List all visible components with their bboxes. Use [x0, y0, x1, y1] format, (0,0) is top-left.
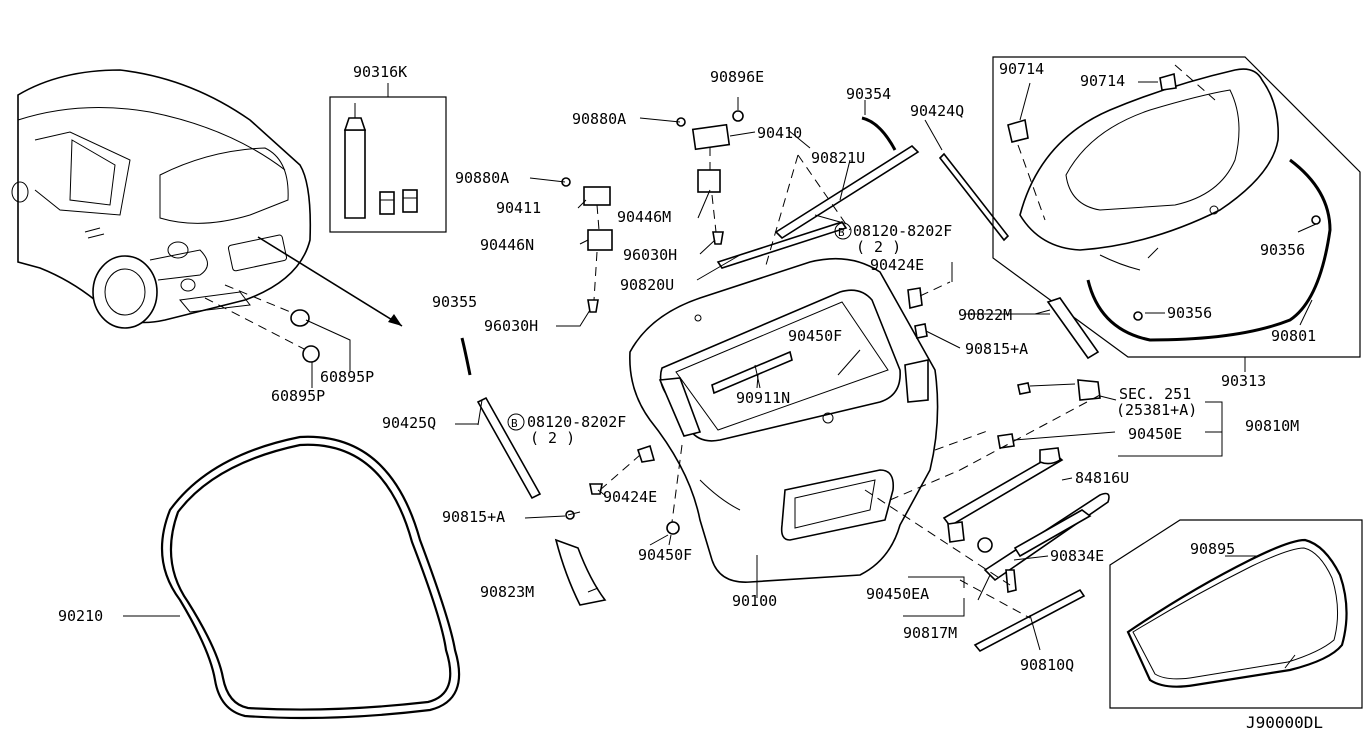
- label-90446N: 90446N: [480, 236, 534, 254]
- bolt-symbol-letter: B: [838, 226, 845, 239]
- label-90210: 90210: [58, 607, 103, 625]
- left-parts: [455, 337, 683, 606]
- bolt-symbol-letter: B: [511, 417, 518, 430]
- label-90896E: 90896E: [710, 68, 764, 86]
- label-bolt-qty: ( 2 ): [856, 238, 901, 256]
- label-90446M: 90446M: [617, 208, 671, 226]
- label-bolt-08120: 08120-8202F: [853, 222, 952, 240]
- label-90354: 90354: [846, 85, 891, 103]
- callout-labels: 90316K 90896E 90880A 90410 90354 90424Q …: [58, 60, 1323, 732]
- label-84816U: 84816U: [1075, 469, 1129, 487]
- label-90411: 90411: [496, 199, 541, 217]
- rear-glass-box: [992, 56, 1361, 372]
- label-90815A: 90815+A: [965, 340, 1028, 358]
- weatherstrip-seal: [123, 435, 461, 720]
- label-90425Q: 90425Q: [382, 414, 436, 432]
- label-90895: 90895: [1190, 540, 1235, 558]
- label-90801: 90801: [1271, 327, 1316, 345]
- label-90450E: 90450E: [1128, 425, 1182, 443]
- label-90823M: 90823M: [480, 583, 534, 601]
- label-90450F: 90450F: [788, 327, 842, 345]
- label-90821U: 90821U: [811, 149, 865, 167]
- label-90820U: 90820U: [620, 276, 674, 294]
- label-90880A: 90880A: [572, 110, 626, 128]
- label-90356: 90356: [1167, 304, 1212, 322]
- label-90355: 90355: [432, 293, 477, 311]
- label-90313: 90313: [1221, 372, 1266, 390]
- bolt-symbol-icon: [834, 222, 852, 240]
- leader-lines: [567, 214, 1159, 546]
- label-90450EA: 90450EA: [866, 585, 929, 603]
- upper-trims: [696, 100, 1010, 281]
- label-90714: 90714: [999, 60, 1044, 78]
- label-sec-251: SEC. 251: [1119, 385, 1191, 403]
- label-90810M: 90810M: [1245, 417, 1299, 435]
- bolt-symbol-icon: [507, 413, 525, 431]
- label-90815A: 90815+A: [442, 508, 505, 526]
- molding-box: [1109, 519, 1363, 709]
- label-sec-251-sub: (25381+A): [1116, 401, 1197, 419]
- hinge-parts: [529, 97, 756, 327]
- label-90424Q: 90424Q: [910, 102, 964, 120]
- vehicle-illustration: [11, 69, 403, 388]
- label-90911N: 90911N: [736, 389, 790, 407]
- label-90316K: 90316K: [353, 63, 407, 81]
- sealant-kit-box: [329, 83, 447, 233]
- label-bolt-qty: ( 2 ): [530, 429, 575, 447]
- label-90450F: 90450F: [638, 546, 692, 564]
- label-90822M: 90822M: [958, 306, 1012, 324]
- label-90424E: 90424E: [870, 256, 924, 274]
- label-90424E: 90424E: [603, 488, 657, 506]
- label-90817M: 90817M: [903, 624, 957, 642]
- label-96030H: 96030H: [484, 317, 538, 335]
- label-90100: 90100: [732, 592, 777, 610]
- label-90810Q: 90810Q: [1020, 656, 1074, 674]
- back-door-panel: [629, 257, 939, 598]
- diagram-code: J90000DL: [1246, 713, 1323, 732]
- label-90880A: 90880A: [455, 169, 509, 187]
- label-90714: 90714: [1080, 72, 1125, 90]
- label-60895P: 60895P: [271, 387, 325, 405]
- label-90356: 90356: [1260, 241, 1305, 259]
- label-90410: 90410: [757, 124, 802, 142]
- label-60895P: 60895P: [320, 368, 374, 386]
- label-96030H: 96030H: [623, 246, 677, 264]
- label-bolt-08120: 08120-8202F: [527, 413, 626, 431]
- right-parts: [864, 262, 1223, 653]
- label-90834E: 90834E: [1050, 547, 1104, 565]
